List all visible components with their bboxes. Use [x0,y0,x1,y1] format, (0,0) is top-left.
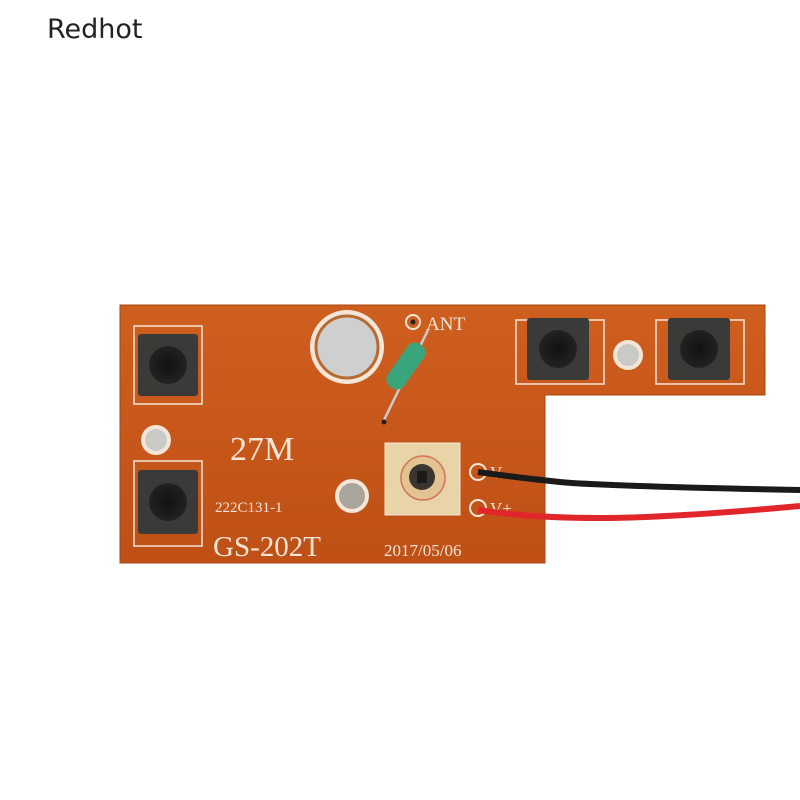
mounting-holes [141,310,643,513]
part-code: 222C131-1 [215,500,283,516]
brand-logo: Redhot [47,14,143,45]
frequency-label: 27M [230,431,294,468]
tactile-button [515,318,605,385]
wire-red [477,503,800,522]
tactile-button [655,318,745,385]
antenna-label: ANT [426,314,465,335]
wire-black [477,469,800,493]
date-label: 2017/05/06 [384,541,461,560]
tactile-button [133,460,203,547]
tactile-button [133,325,203,405]
inductor [381,314,430,425]
model-label: GS-202T [213,531,321,563]
trimmer-capacitor [384,442,461,516]
